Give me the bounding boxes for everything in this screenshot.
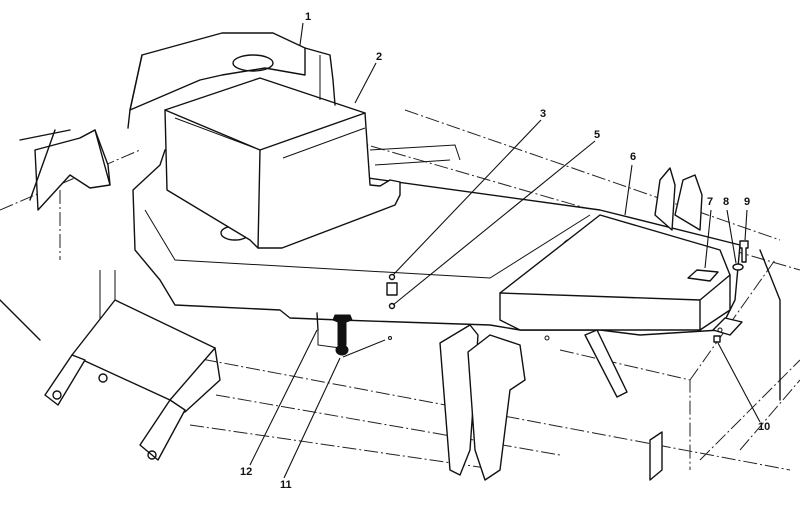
hitch-brackets <box>44 299 221 461</box>
right-pulley-cover <box>499 214 731 341</box>
front-baffles <box>439 324 526 481</box>
top-shield <box>127 32 336 129</box>
washer-icon <box>732 263 744 271</box>
callout-9: 9 <box>744 196 750 208</box>
support-arms <box>584 329 663 481</box>
nut-icon <box>713 335 721 343</box>
callout-6: 6 <box>630 151 636 163</box>
decal-plate <box>687 269 719 282</box>
leader-lines <box>249 22 761 479</box>
callout-11: 11 <box>280 479 292 491</box>
callout-3: 3 <box>540 108 546 120</box>
callout-7: 7 <box>707 196 713 208</box>
belt-cover <box>164 77 461 249</box>
clip-icon <box>386 282 398 296</box>
bolt-icon <box>739 240 749 263</box>
callout-1: 1 <box>305 11 311 23</box>
left-baffles <box>19 129 111 211</box>
callout-12: 12 <box>240 466 252 478</box>
rear-right-baffles <box>654 167 703 231</box>
knob-icon <box>332 314 353 346</box>
callout-labels: 1 2 3 5 6 7 8 9 10 11 12 <box>240 11 770 491</box>
callout-10: 10 <box>758 421 770 433</box>
callout-8: 8 <box>723 196 729 208</box>
hardware <box>316 240 749 358</box>
callout-2: 2 <box>376 51 382 63</box>
callout-5: 5 <box>594 129 600 141</box>
